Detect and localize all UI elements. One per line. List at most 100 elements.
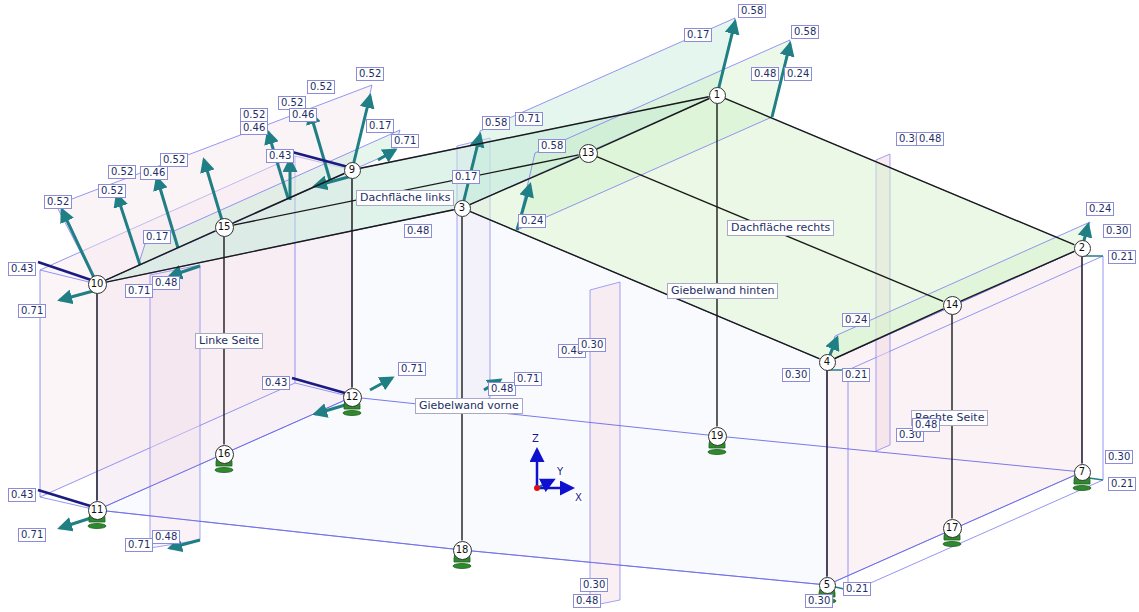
node-circle: 13 xyxy=(579,144,598,163)
node-number: 11 xyxy=(91,505,104,515)
load-value: 0.48 xyxy=(916,132,944,146)
load-value: 0.43 xyxy=(262,376,290,390)
load-value: 0.52 xyxy=(44,195,72,209)
member-line xyxy=(351,179,352,388)
node-number: 14 xyxy=(946,300,959,310)
node-number: 10 xyxy=(91,279,104,289)
node-number: 12 xyxy=(346,392,359,402)
node-number: 16 xyxy=(218,449,231,459)
load-value: 0.24 xyxy=(842,313,870,327)
member-line xyxy=(106,231,216,280)
node-circle: 3 xyxy=(454,200,471,217)
axis-letter: Y xyxy=(556,466,564,478)
node-number: 7 xyxy=(1079,467,1085,477)
axis-letter: X xyxy=(574,492,583,504)
node-circle: 15 xyxy=(215,218,234,237)
load-value: 0.17 xyxy=(684,28,712,42)
load-value: 0.30 xyxy=(782,368,810,382)
load-value: 0.48 xyxy=(404,224,432,238)
node-number: 17 xyxy=(946,523,959,533)
node-circle: 14 xyxy=(943,296,962,315)
load-value: 0.52 xyxy=(307,80,335,94)
node-circle: 5 xyxy=(819,577,836,594)
load-value: 0.46 xyxy=(240,121,268,135)
member-line xyxy=(106,210,453,282)
load-value: 0.21 xyxy=(843,582,871,596)
node-number: 9 xyxy=(349,165,355,175)
load-value: 0.71 xyxy=(18,304,46,318)
load-value: 0.52 xyxy=(160,153,188,167)
load-value: 0.17 xyxy=(452,170,480,184)
load-value: 0.17 xyxy=(366,119,394,133)
node-number: 2 xyxy=(1079,243,1085,253)
load-value: 0.71 xyxy=(125,538,153,552)
member-line xyxy=(835,309,944,359)
load-value: 0.52 xyxy=(98,184,126,198)
load-value: 0.24 xyxy=(784,67,812,81)
node-circle: 10 xyxy=(88,275,107,294)
load-value: 0.48 xyxy=(751,67,779,81)
load-value: 0.71 xyxy=(18,528,46,542)
load-value: 0.43 xyxy=(8,488,36,502)
load-value: 0.71 xyxy=(514,372,542,386)
load-value: 0.58 xyxy=(791,25,819,39)
node-number: 13 xyxy=(582,148,595,158)
load-value: 0.48 xyxy=(912,418,940,432)
surface-name: Giebelwand vorne xyxy=(415,398,523,414)
member-line xyxy=(716,104,717,427)
member-line xyxy=(461,217,462,541)
node-circle: 1 xyxy=(709,87,726,104)
node-circle: 17 xyxy=(943,519,962,538)
node-circle: 9 xyxy=(344,162,361,179)
member-line xyxy=(961,251,1074,301)
node-circle: 4 xyxy=(819,354,836,371)
load-value: 0.71 xyxy=(125,284,153,298)
load-value: 0.52 xyxy=(108,165,136,179)
load-value: 0.46 xyxy=(140,166,168,180)
node-number: 1 xyxy=(714,90,720,100)
member-line xyxy=(96,294,97,501)
load-value: 0.52 xyxy=(240,108,268,122)
member-line xyxy=(597,157,943,302)
member-line xyxy=(597,99,710,150)
load-value: 0.48 xyxy=(152,530,180,544)
load-value: 0.21 xyxy=(1108,477,1136,491)
load-value: 0.21 xyxy=(842,368,870,382)
load-value: 0.58 xyxy=(738,4,766,18)
load-value: 0.30 xyxy=(578,338,606,352)
node-circle: 16 xyxy=(215,445,234,464)
surface-name: Dachfläche links xyxy=(356,190,454,206)
member-line xyxy=(233,174,345,224)
load-value: 0.30 xyxy=(805,594,833,608)
load-value: 0.58 xyxy=(538,139,566,153)
node-circle: 12 xyxy=(343,388,362,407)
load-value: 0.48 xyxy=(488,382,516,396)
load-value: 0.71 xyxy=(391,134,419,148)
load-value: 0.58 xyxy=(482,116,510,130)
load-value: 0.43 xyxy=(8,262,36,276)
node-number: 5 xyxy=(824,580,830,590)
member-line xyxy=(360,97,708,169)
node-number: 15 xyxy=(218,222,231,232)
load-value: 0.21 xyxy=(1108,250,1136,264)
load-value: 0.30 xyxy=(580,578,608,592)
member-line xyxy=(725,98,1074,244)
load-value: 0.30 xyxy=(1103,224,1131,238)
load-value: 0.46 xyxy=(289,108,317,122)
axis-letter: Z xyxy=(531,433,540,445)
node-circle: 7 xyxy=(1074,464,1091,481)
node-circle: 11 xyxy=(88,501,107,520)
load-value: 0.24 xyxy=(1086,202,1114,216)
node-circle: 18 xyxy=(453,541,472,560)
load-value: 0.71 xyxy=(398,362,426,376)
load-value: 0.71 xyxy=(515,112,543,126)
load-value: 0.48 xyxy=(573,594,601,608)
load-value: 0.52 xyxy=(356,67,384,81)
load-value: 0.17 xyxy=(143,230,171,244)
member-line xyxy=(826,371,827,577)
node-number: 19 xyxy=(711,431,724,441)
